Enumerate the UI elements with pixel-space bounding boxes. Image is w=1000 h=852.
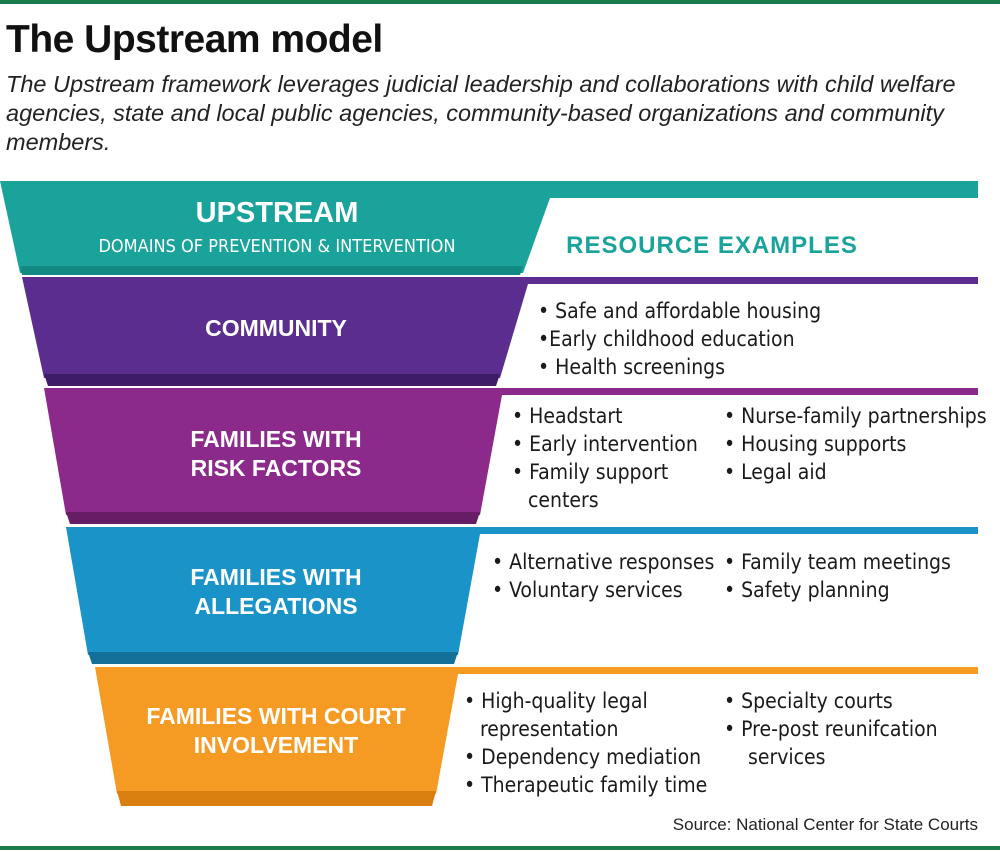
header-title: UPSTREAM [196,197,359,229]
allegations-resources-right: • Family team meetings • Safety planning [724,548,951,604]
resource-item: • Safety planning [724,578,890,602]
court-resources-right: • Specialty courts • Pre-post reunifcati… [724,687,938,771]
resource-item: • Therapeutic family time [464,773,708,797]
resource-item: centers [528,488,599,512]
resource-item: • Early intervention [512,432,698,456]
allegations-resources-left: • Alternative responses • Voluntary serv… [492,548,714,604]
risk-factors-resources-left: • Headstart • Early intervention • Famil… [512,402,698,514]
resource-item: •Early childhood education [538,327,795,351]
court-label-line1: FAMILIES WITH COURT [146,703,405,729]
page-title: The Upstream model [6,18,383,61]
header-subtitle: DOMAINS OF PREVENTION & INTERVENTION [98,236,455,257]
resource-item: representation [480,717,619,741]
resource-item: • Safe and affordable housing [538,299,822,323]
court-band [95,667,978,794]
allegations-label-line1: FAMILIES WITH [190,564,361,590]
risk-factors-band [44,388,978,515]
allegations-label-line2: ALLEGATIONS [194,593,357,619]
page-subtitle: The Upstream framework leverages judicia… [6,71,956,155]
resource-item: • High-quality legal [464,689,648,713]
risk-factors-resources-right: • Nurse-family partnerships • Housing su… [724,402,987,486]
top-rule [0,0,1000,4]
court-resources-left: • High-quality legal representation • De… [464,687,707,799]
resource-item: • Family support [512,460,669,484]
resource-item: • Legal aid [724,460,827,484]
community-band-shadow [44,374,500,386]
risk-factors-label-line1: FAMILIES WITH [190,426,361,452]
resource-item: • Dependency mediation [464,745,702,769]
resource-item: • Specialty courts [724,689,893,713]
resource-item: • Health screenings [538,355,726,379]
allegations-band-shadow [88,652,458,664]
community-resources: • Safe and affordable housing •Early chi… [538,297,821,381]
resource-item: • Alternative responses [492,550,715,574]
resource-item: services [748,745,826,769]
court-label-line2: INVOLVEMENT [194,732,358,758]
allegations-band [66,527,978,655]
community-band [22,277,978,378]
resource-item: • Voluntary services [492,578,683,602]
resource-item: • Family team meetings [724,550,951,574]
header-band-shadow [20,266,523,275]
risk-factors-label-line2: RISK FACTORS [191,455,362,481]
resource-item: • Headstart [512,404,623,428]
resource-item: • Housing supports [724,432,907,456]
resource-item: • Nurse-family partnerships [724,404,987,428]
source-note: Source: National Center for State Courts [672,815,978,834]
header-band [0,181,978,273]
resource-item: • Pre-post reunifcation [724,717,938,741]
community-label: COMMUNITY [205,315,347,341]
risk-factors-band-shadow [66,512,480,524]
bottom-rule [0,846,1000,850]
court-band-shadow [117,791,436,806]
resources-title: RESOURCE EXAMPLES [566,232,858,259]
